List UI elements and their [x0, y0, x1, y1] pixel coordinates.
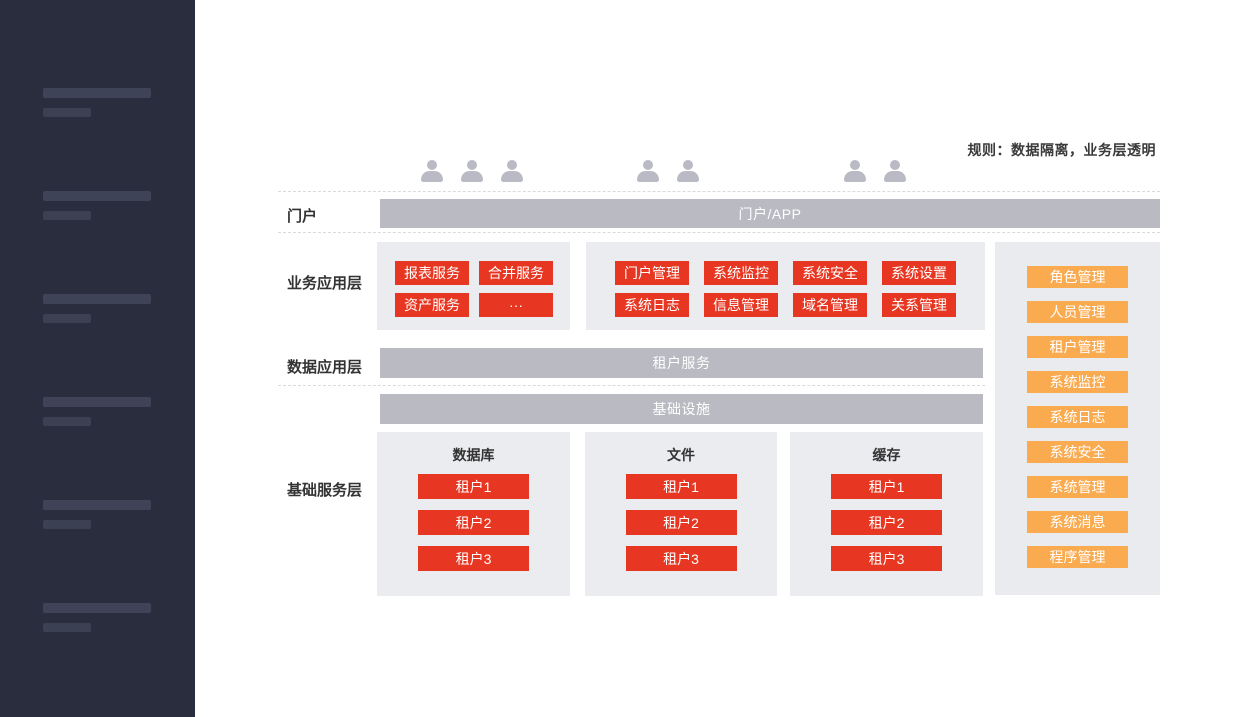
tenant-list: 租户1 租户2 租户3 [790, 474, 983, 571]
service-node: 系统日志 [615, 293, 689, 317]
sidebar-skeleton-item [43, 397, 151, 426]
user-icon [676, 159, 700, 183]
tenant-node: 租户2 [831, 510, 942, 535]
skeleton-line-short [43, 211, 91, 220]
management-panel: 角色管理人员管理租户管理系统监控系统日志系统安全系统管理系统消息程序管理 [995, 242, 1160, 595]
management-node: 系统管理 [1027, 476, 1128, 498]
skeleton-line-long [43, 500, 151, 510]
tenant-list: 租户1 租户2 租户3 [585, 474, 777, 571]
sidebar-skeleton-item [43, 191, 151, 220]
panel-title: 缓存 [872, 447, 901, 463]
service-node: 门户管理 [615, 261, 689, 285]
service-node: 报表服务 [395, 261, 469, 285]
tenant-service-bar: 租户服务 [380, 348, 983, 378]
layer-label-portal: 门户 [287, 208, 318, 225]
infrastructure-bar: 基础设施 [380, 394, 983, 424]
panel-title: 文件 [667, 447, 695, 463]
sidebar-skeleton-list [43, 88, 151, 632]
tenant-node: 租户3 [831, 546, 942, 571]
skeleton-line-long [43, 191, 151, 201]
service-node: 系统设置 [882, 261, 956, 285]
management-node: 系统消息 [1027, 511, 1128, 533]
service-node: 信息管理 [704, 293, 778, 317]
sidebar-skeleton-item [43, 88, 151, 117]
portal-app-bar: 门户/APP [380, 199, 1160, 228]
management-node: 租户管理 [1027, 336, 1128, 358]
management-node: 人员管理 [1027, 301, 1128, 323]
dashed-divider-portal [278, 232, 1160, 233]
tenant-node: 租户1 [625, 474, 737, 499]
tenant-list: 租户1 租户2 租户3 [377, 474, 570, 571]
rule-note: 规则：数据隔离，业务层透明 [967, 142, 1156, 158]
sidebar-skeleton-item [43, 294, 151, 323]
dashed-divider-top [278, 191, 1160, 192]
sidebar [0, 0, 195, 717]
business-service-panel: 报表服务合并服务资产服务 ··· [377, 242, 570, 330]
management-node: 角色管理 [1027, 266, 1128, 288]
skeleton-line-long [43, 88, 151, 98]
tenant-node: 租户3 [625, 546, 737, 571]
tenant-node: 租户2 [418, 510, 529, 535]
layer-label-business: 业务应用层 [287, 275, 363, 292]
business-management-panel: 门户管理系统监控系统安全系统设置系统日志信息管理域名管理关系管理 [586, 242, 985, 330]
management-node: 程序管理 [1027, 546, 1128, 568]
sidebar-skeleton-item [43, 500, 151, 529]
skeleton-line-short [43, 520, 91, 529]
service-node: 域名管理 [793, 293, 867, 317]
layer-label-data: 数据应用层 [287, 359, 363, 376]
cache-panel: 缓存 租户1 租户2 租户3 [790, 432, 983, 596]
service-node: 系统监控 [704, 261, 778, 285]
management-node: 系统安全 [1027, 441, 1128, 463]
service-node: 关系管理 [882, 293, 956, 317]
user-icon [460, 159, 484, 183]
skeleton-line-long [43, 294, 151, 304]
service-node: 合并服务 [479, 261, 553, 285]
skeleton-line-short [43, 623, 91, 632]
management-node: 系统日志 [1027, 406, 1128, 428]
tenant-node: 租户3 [418, 546, 529, 571]
skeleton-line-short [43, 417, 91, 426]
service-node: ··· [479, 293, 553, 317]
file-panel: 文件 租户1 租户2 租户3 [585, 432, 777, 596]
skeleton-line-short [43, 314, 91, 323]
user-icon [420, 159, 444, 183]
skeleton-line-short [43, 108, 91, 117]
skeleton-line-long [43, 603, 151, 613]
user-icon [500, 159, 524, 183]
database-panel: 数据库 租户1 租户2 租户3 [377, 432, 570, 596]
user-icon-group-3 [843, 159, 907, 183]
service-node: 资产服务 [395, 293, 469, 317]
user-icon [883, 159, 907, 183]
user-icon-group-1 [420, 159, 524, 183]
tenant-node: 租户1 [418, 474, 529, 499]
management-node: 系统监控 [1027, 371, 1128, 393]
user-icon [843, 159, 867, 183]
skeleton-line-long [43, 397, 151, 407]
sidebar-skeleton-item [43, 603, 151, 632]
panel-title: 数据库 [452, 447, 495, 463]
user-icon [636, 159, 660, 183]
management-list: 角色管理人员管理租户管理系统监控系统日志系统安全系统管理系统消息程序管理 [995, 266, 1160, 568]
service-node: 系统安全 [793, 261, 867, 285]
user-icon-group-2 [636, 159, 700, 183]
tenant-node: 租户2 [625, 510, 737, 535]
dashed-divider-data [278, 385, 985, 386]
tenant-node: 租户1 [831, 474, 942, 499]
layer-label-base: 基础服务层 [287, 482, 363, 499]
